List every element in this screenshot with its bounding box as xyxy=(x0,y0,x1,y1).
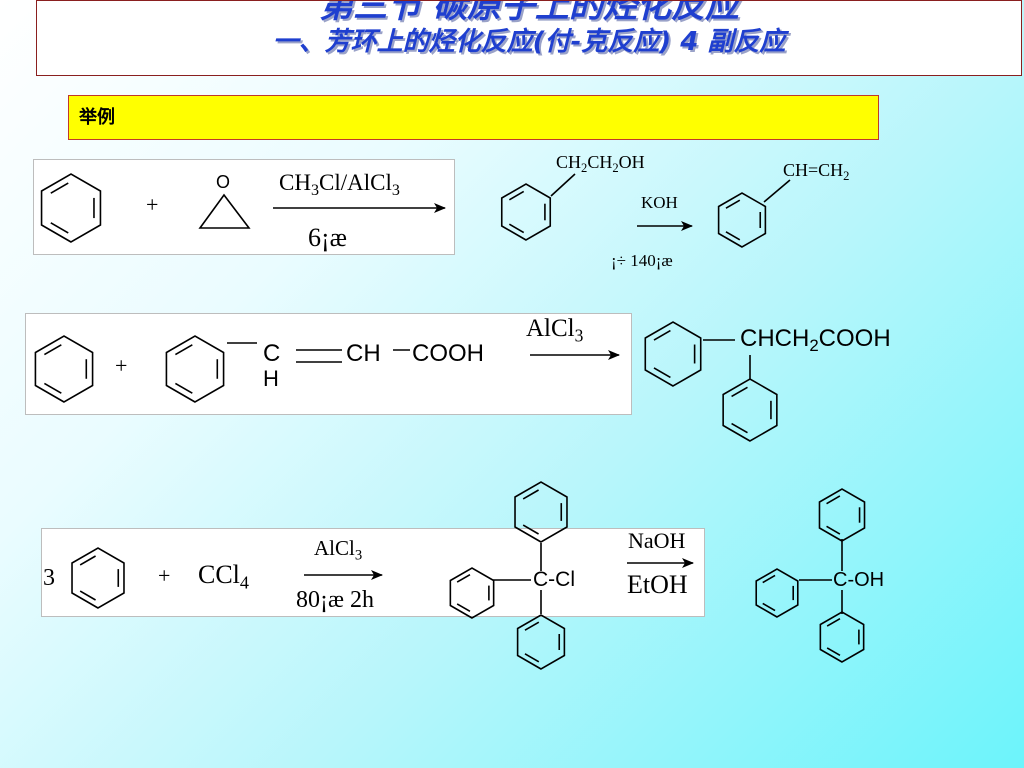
triphenylmethanol-label: C-OH xyxy=(833,569,885,591)
cinnamic-cooh: COOH xyxy=(412,340,484,367)
benzene-ring-r1-reactant xyxy=(40,173,102,243)
reaction2-box xyxy=(25,313,632,415)
example-label: 举例 xyxy=(68,95,879,140)
slide-header: 第三节 碳原子上的烃化反应 一、芳环上的烃化反应(付-克反应) 4 副反应 xyxy=(36,0,1022,76)
ethanol-bond xyxy=(550,173,576,197)
slide-subtitle: 一、芳环上的烃化反应(付-克反应) 4 副反应 xyxy=(272,27,786,57)
reaction1-condition-top: CH3Cl/AlCl3 xyxy=(279,170,400,199)
benzene-ring-r1-final xyxy=(717,192,767,248)
koh-reagent: KOH xyxy=(641,193,678,212)
etoh-reagent: EtOH xyxy=(627,570,688,599)
epoxide-ring xyxy=(198,193,251,229)
reaction1-box xyxy=(33,159,455,255)
benzene-ring-r2-product-top xyxy=(644,321,702,387)
reaction2-plus: + xyxy=(115,353,128,378)
reaction2-catalyst: AlCl3 xyxy=(526,315,584,346)
benzene-ring-r3-trityl-left xyxy=(449,567,495,619)
reaction3-coefficient: 3 xyxy=(43,565,55,591)
benzene-ring-r3-trityl-bottom xyxy=(516,614,566,670)
benzene-ring-r3-final-bottom xyxy=(819,611,865,663)
phenylethanol-label: CH2CH2OH xyxy=(556,152,645,175)
ccl4-reagent: CCl4 xyxy=(198,560,250,593)
naoh-reagent: NaOH xyxy=(628,528,686,553)
benzene-ring-r2-product-bottom xyxy=(722,378,778,442)
product2-label: CHCH2COOH xyxy=(740,325,891,356)
benzene-ring-r3-final-top xyxy=(818,488,866,542)
reaction1-plus: + xyxy=(146,192,159,217)
epoxide-oxygen: O xyxy=(216,172,231,192)
reaction3-condition: 80¡æ 2h xyxy=(296,587,374,613)
benzene-ring-r2-cinnamic xyxy=(165,335,225,403)
benzene-ring-r3-trityl-top xyxy=(514,481,568,543)
benzene-ring-r2-reactant xyxy=(34,335,94,403)
benzene-ring-r3-reactant xyxy=(71,547,125,609)
vinyl-bond xyxy=(763,179,791,203)
reaction3-plus: + xyxy=(158,563,171,588)
styrene-label: CH=CH2 xyxy=(783,160,850,183)
cinnamic-h: H xyxy=(263,366,279,391)
cinnamic-c: C xyxy=(263,340,281,367)
benzene-ring-r3-final-left xyxy=(755,568,799,618)
trityl-chloride-label: C-Cl xyxy=(533,568,575,591)
cinnamic-ch: CH xyxy=(346,340,381,367)
reaction3-catalyst: AlCl3 xyxy=(314,536,363,564)
benzene-ring-r1-product xyxy=(500,183,552,241)
slide-title: 第三节 碳原子上的烃化反应 xyxy=(319,0,739,26)
reaction1-condition-2: ¡÷ 140¡æ xyxy=(611,251,673,270)
reaction1-condition-bottom: 6¡æ xyxy=(308,223,347,252)
